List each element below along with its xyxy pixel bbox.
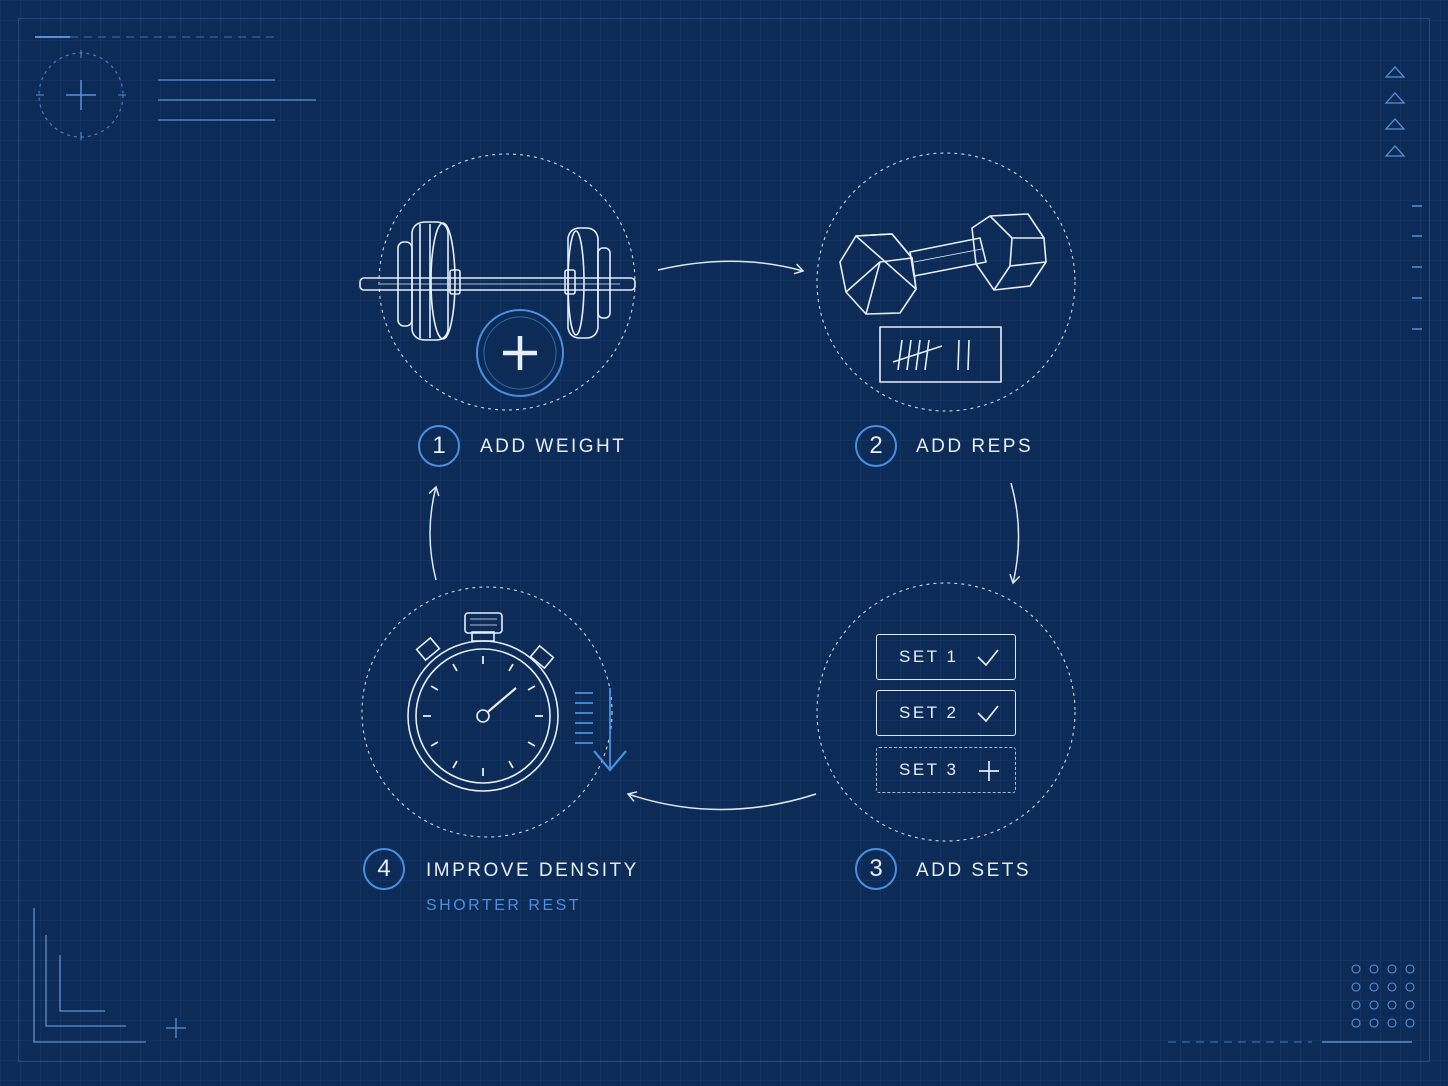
- grid-dot: [1351, 1000, 1361, 1010]
- stopwatch-tick: [508, 760, 514, 769]
- set-3-box: SET 3: [876, 747, 1016, 793]
- stopwatch-tick: [452, 663, 458, 672]
- stopwatch-tick: [452, 760, 458, 769]
- grid-dot: [1369, 1000, 1379, 1010]
- step-1-label: ADD WEIGHT: [480, 436, 627, 457]
- stopwatch-down-arrow-icon: [407, 612, 627, 792]
- stopwatch-tick: [508, 663, 514, 672]
- grid-dot: [1405, 964, 1415, 974]
- grid-dot: [1351, 964, 1361, 974]
- arrow-density-to-weight: [428, 485, 440, 581]
- step-4-circle: [361, 586, 613, 838]
- bottom-right-decoration: [1168, 964, 1415, 1043]
- grid-dot: [1369, 982, 1379, 992]
- grid-dot: [1351, 1018, 1361, 1028]
- step-2-circle: [816, 152, 1076, 412]
- grid-dot: [1387, 1018, 1397, 1028]
- stopwatch-tick: [430, 685, 439, 691]
- step-3-label: ADD SETS: [916, 860, 1032, 881]
- grid-dot: [1387, 982, 1397, 992]
- grid-dot: [1369, 1018, 1379, 1028]
- set-2-check-icon: [977, 705, 999, 723]
- set-2-label: SET 2: [899, 703, 959, 722]
- set-1-box: SET 1: [876, 634, 1016, 680]
- step-4-sublabel: SHORTER REST: [426, 897, 582, 914]
- top-right-triangles: [1384, 66, 1406, 157]
- grid-dot: [1405, 1000, 1415, 1010]
- set-3-label: SET 3: [899, 760, 959, 779]
- blueprint-frame: [18, 18, 1430, 1062]
- set-1-label: SET 1: [899, 647, 959, 666]
- step-1-number: 1: [418, 425, 460, 467]
- grid-dot: [1387, 964, 1397, 974]
- arrow-sets-to-density: [626, 791, 817, 811]
- grid-dot: [1369, 964, 1379, 974]
- top-left-decoration: [35, 36, 316, 140]
- grid-dot: [1351, 982, 1361, 992]
- step-2-label: ADD REPS: [916, 436, 1034, 457]
- bottom-left-decoration: [33, 908, 186, 1043]
- right-tick-marks: [1412, 205, 1422, 330]
- set-1-check-icon: [977, 649, 999, 667]
- set-3-plus-icon: [979, 761, 999, 781]
- step-4-label: IMPROVE DENSITY: [426, 860, 639, 881]
- stopwatch-tick: [430, 741, 439, 747]
- set-2-box: SET 2: [876, 690, 1016, 736]
- grid-dot: [1405, 1018, 1415, 1028]
- stopwatch-tick: [527, 685, 536, 691]
- step-3-number: 3: [855, 848, 897, 890]
- arrow-weight-to-reps: [657, 260, 805, 275]
- grid-dot: [1387, 1000, 1397, 1010]
- dumbbell-tally-icon: [839, 213, 1047, 383]
- step-4-number: 4: [363, 848, 405, 890]
- grid-dot: [1405, 982, 1415, 992]
- arrow-reps-to-sets: [1009, 482, 1021, 585]
- stopwatch-tick: [527, 741, 536, 747]
- set-checklist-icon: [977, 649, 999, 781]
- barbell-plus-icon: [359, 221, 636, 397]
- step-2-number: 2: [855, 425, 897, 467]
- step-3-circle: [816, 582, 1076, 842]
